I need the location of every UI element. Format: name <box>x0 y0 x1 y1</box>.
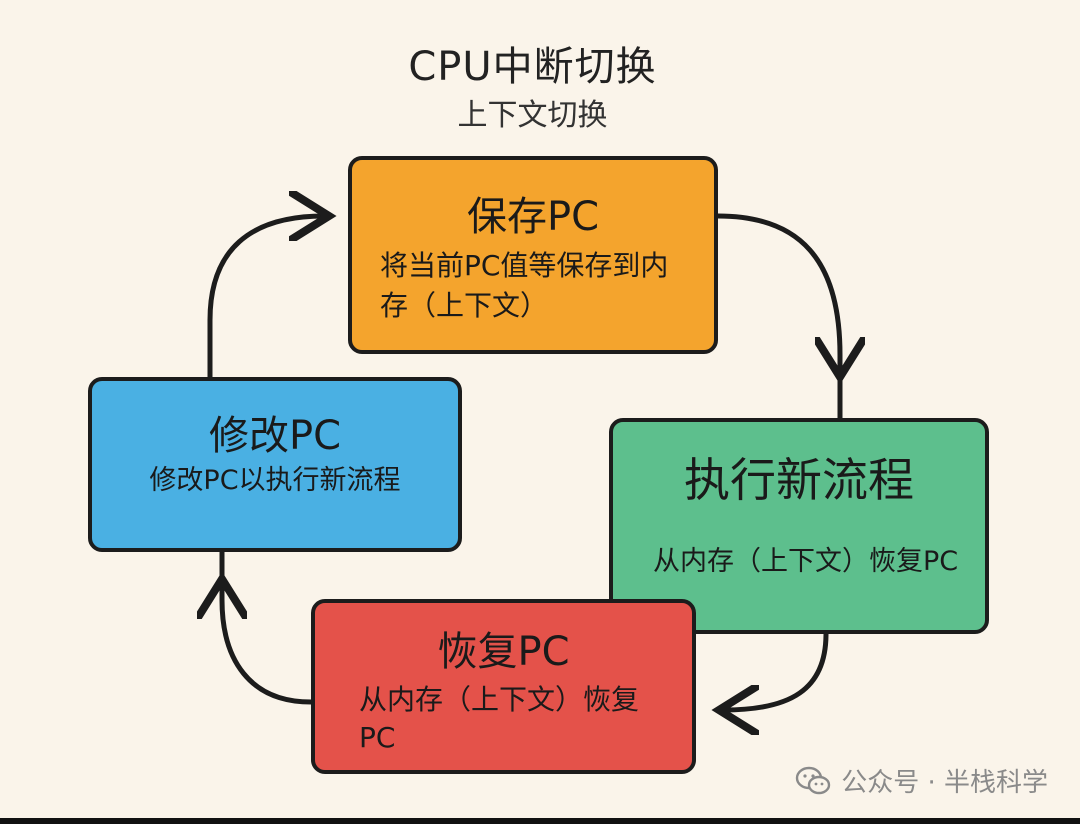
modify-pc-description: 修改PC以执行新流程 <box>149 465 401 496</box>
bottom-border <box>0 818 1080 824</box>
modify-pc-box: 修改PC 修改PC以执行新流程 <box>88 377 462 552</box>
arrow-icon <box>724 633 829 710</box>
arrow-icon <box>222 584 312 705</box>
save-pc-description: 将当前PC值等保存到内存（上下文） <box>380 249 669 322</box>
execute-flow-heading: 执行新流程 <box>684 453 914 507</box>
diagram-subtitle: 上下文切换 <box>457 98 608 133</box>
diagram-title: CPU中断切换 <box>408 44 657 90</box>
save-pc-box: 保存PC 将当前PC值等保存到内存（上下文） <box>348 156 718 354</box>
wechat-icon <box>796 766 831 794</box>
watermark: 公众号 · 半栈科学 <box>795 762 1048 799</box>
save-pc-heading: 保存PC <box>466 194 600 240</box>
watermark-text: 公众号 · 半栈科学 <box>841 768 1048 798</box>
modify-pc-heading: 修改PC <box>208 413 342 459</box>
arrow-icon <box>717 213 840 372</box>
restore-pc-box: 恢复PC 从内存（上下文）恢复PC <box>311 599 696 774</box>
restore-pc-heading: 恢复PC <box>437 629 570 675</box>
execute-flow-description: 从内存（上下文）恢复PC <box>653 546 959 577</box>
restore-pc-description: 从内存（上下文）恢复PC <box>359 683 640 754</box>
execute-flow-box: 执行新流程 从内存（上下文）恢复PC <box>609 418 989 634</box>
arrow-icon <box>207 216 324 377</box>
